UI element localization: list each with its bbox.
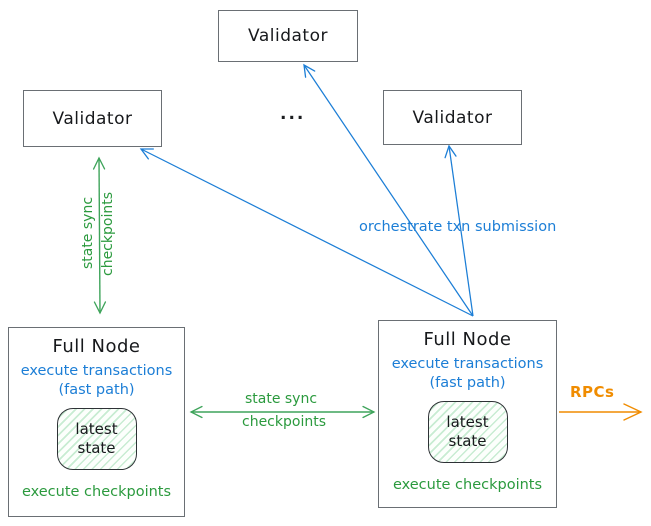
latest-state-right-line1: latest: [446, 413, 489, 432]
arrow-to-left-validator: [139, 148, 474, 317]
full-node-right-exec-line1: execute transactions: [391, 356, 544, 372]
latest-state-left-line2: state: [77, 439, 116, 457]
vertical-state-sync-arrow: [92, 156, 107, 315]
full-node-right-exec-line2: (fast path): [429, 374, 506, 391]
horizontal-sync-label-line2: checkpoints: [242, 414, 326, 430]
validators-ellipsis: ...: [280, 104, 306, 124]
full-node-right-exec: execute transactions (fast path): [379, 355, 556, 393]
latest-state-right-line2: state: [448, 432, 487, 450]
validator-box-top: Validator: [218, 10, 358, 62]
latest-state-left-line1: latest: [75, 420, 118, 439]
full-node-box-left: Full Node execute transactions (fast pat…: [8, 327, 185, 517]
rpc-label: RPCs: [570, 383, 615, 401]
full-node-left-footer: execute checkpoints: [21, 484, 172, 500]
arrow-to-top-validator: [303, 63, 474, 317]
full-node-left-exec-line1: execute transactions: [20, 363, 173, 379]
full-node-left-title: Full Node: [52, 336, 141, 357]
full-node-box-right: Full Node execute transactions (fast pat…: [378, 320, 557, 508]
full-node-left-exec: execute transactions (fast path): [9, 362, 184, 400]
orchestrate-label: orchestrate txn submission: [359, 219, 557, 235]
validator-box-right: Validator: [383, 90, 522, 145]
blue-orchestrate-arrows: [139, 63, 474, 317]
validator-box-left: Validator: [23, 90, 162, 147]
arrow-to-right-validator: [444, 144, 474, 317]
horizontal-sync-label-line1: state sync: [244, 391, 318, 407]
latest-state-box-left: latest state: [56, 408, 137, 470]
vertical-sync-label-line1: state sync: [80, 196, 96, 270]
full-node-left-exec-line2: (fast path): [58, 381, 135, 398]
vertical-sync-label-line2: checkpoints: [100, 192, 116, 276]
latest-state-box-right: latest state: [427, 401, 508, 463]
validator-left-label: Validator: [52, 108, 133, 129]
full-node-right-title: Full Node: [423, 329, 512, 350]
validator-right-label: Validator: [412, 107, 493, 128]
full-node-right-footer: execute checkpoints: [392, 477, 543, 493]
validator-top-label: Validator: [248, 26, 328, 46]
